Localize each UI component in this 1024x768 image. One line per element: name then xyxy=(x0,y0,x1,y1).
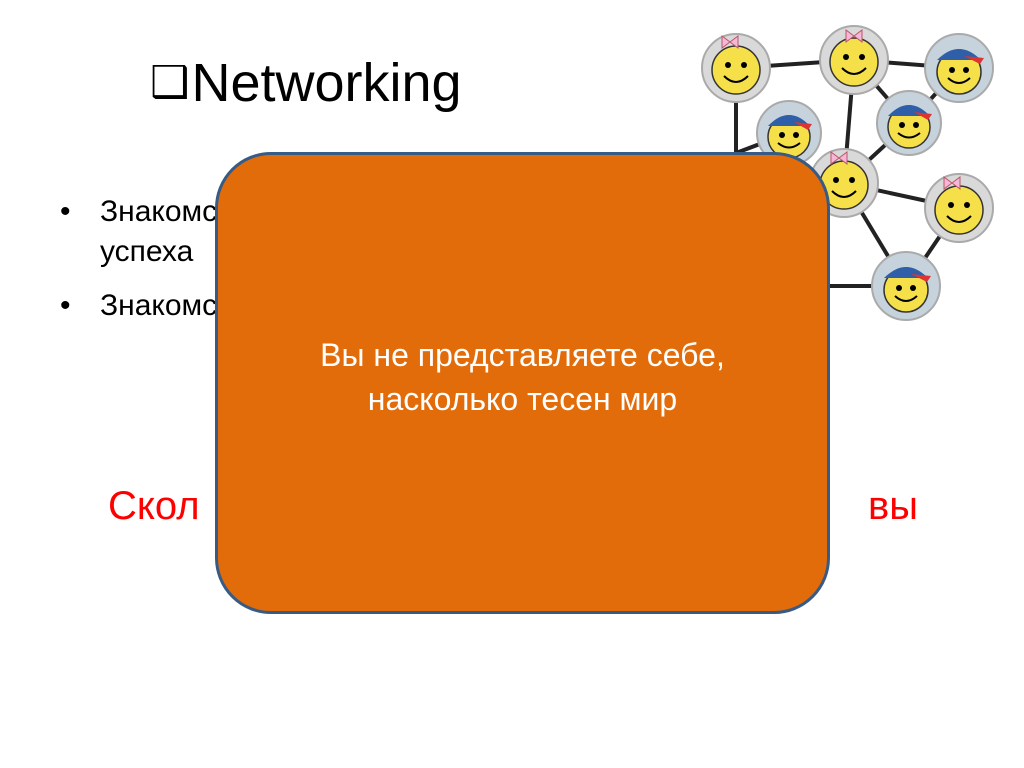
callout-text: Вы не представляете себе, насколько тесе… xyxy=(320,337,725,417)
checkbox-icon: ❑ xyxy=(150,58,190,107)
person-node-5 xyxy=(876,90,942,156)
highlight-text-left: Скол xyxy=(108,484,200,528)
person-node-2 xyxy=(819,25,889,95)
slide-title: ❑ Networking xyxy=(150,52,462,114)
person-node-7 xyxy=(924,173,994,243)
person-node-3 xyxy=(924,33,994,103)
highlight-text-right: вы xyxy=(868,484,918,528)
callout-popup: Вы не представляете себе, насколько тесе… xyxy=(215,152,830,614)
bullet-text-continued: успеха xyxy=(100,235,194,268)
slide-title-text: Networking xyxy=(191,53,462,113)
person-node-4 xyxy=(756,100,822,166)
person-node-8 xyxy=(871,251,941,321)
highlight-text: Скол вы xyxy=(108,484,918,529)
social-network-smileys-icon xyxy=(701,25,994,321)
person-node-1 xyxy=(701,33,771,103)
